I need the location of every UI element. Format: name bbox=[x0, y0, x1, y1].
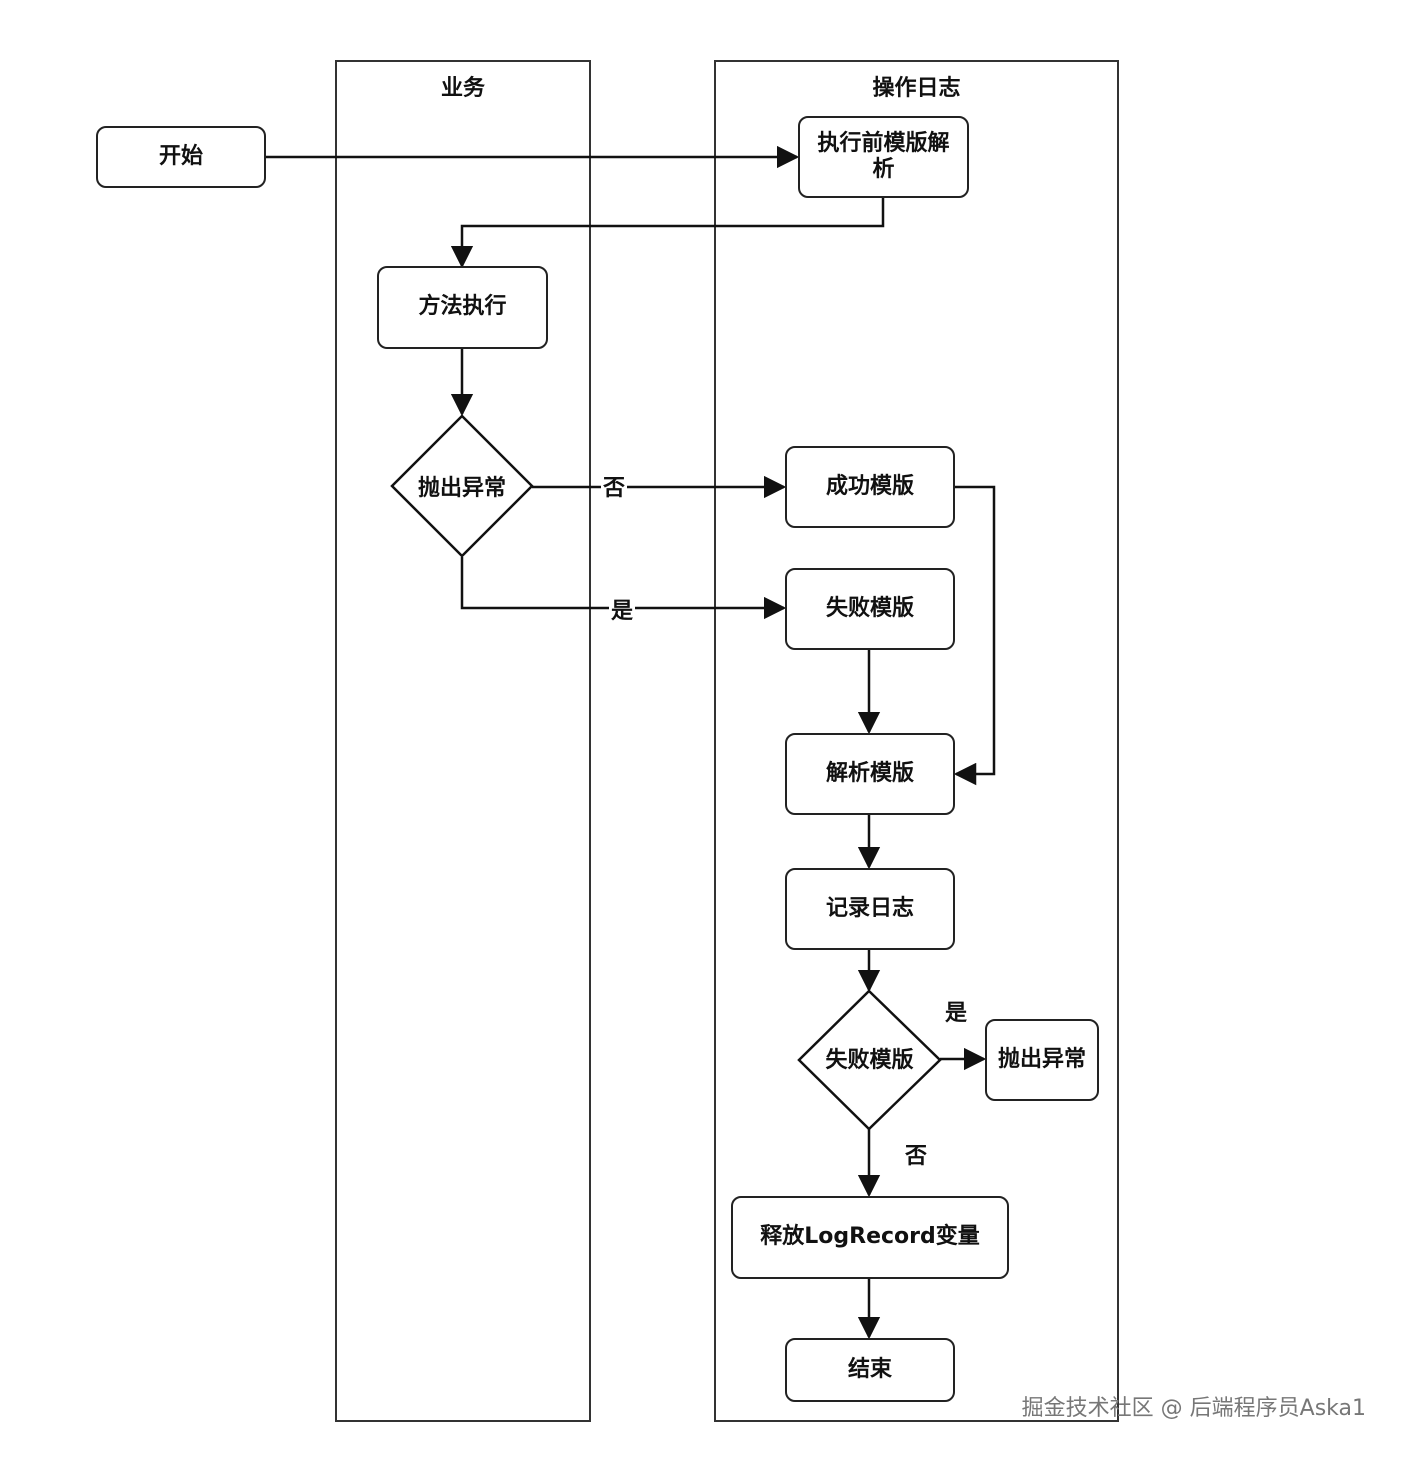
fail-check-diamond bbox=[797, 989, 942, 1131]
edge-label-yes-bottom: 是 bbox=[609, 593, 636, 625]
lane-business-title: 业务 bbox=[440, 76, 485, 101]
edge-preparse-to-method bbox=[450, 198, 885, 269]
lane-oplog: 操作日志 bbox=[714, 60, 1119, 1422]
success-template-node: 成功模版 bbox=[785, 446, 955, 528]
lane-oplog-title: 操作日志 bbox=[872, 76, 961, 101]
end-node: 结束 bbox=[785, 1338, 955, 1402]
method-exec-node: 方法执行 bbox=[377, 266, 548, 349]
edge-label-no-fail: 否 bbox=[903, 1138, 930, 1170]
throw-exception-node: 抛出异常 bbox=[985, 1019, 1099, 1101]
edge-success-to-parse bbox=[953, 485, 996, 786]
fail-check-label: 失败模版 bbox=[825, 1048, 914, 1073]
edge-label-no-top: 否 bbox=[601, 470, 628, 502]
record-log-node: 记录日志 bbox=[785, 868, 955, 950]
throw-check-label: 抛出异常 bbox=[417, 476, 506, 501]
release-variable-node: 释放LogRecord变量 bbox=[731, 1196, 1009, 1279]
start-node: 开始 bbox=[96, 126, 266, 188]
pre-parse-node: 执行前模版解析 bbox=[798, 116, 969, 198]
lane-business: 业务 bbox=[335, 60, 591, 1422]
throw-check-diamond bbox=[390, 414, 534, 558]
watermark-text: 掘金技术社区 @ 后端程序员Aska1 bbox=[1021, 1396, 1366, 1421]
parse-template-node: 解析模版 bbox=[785, 733, 955, 815]
fail-template-node: 失败模版 bbox=[785, 568, 955, 650]
edge-label-yes-fail: 是 bbox=[943, 995, 970, 1027]
edge-throwcheck-yes bbox=[460, 557, 787, 620]
